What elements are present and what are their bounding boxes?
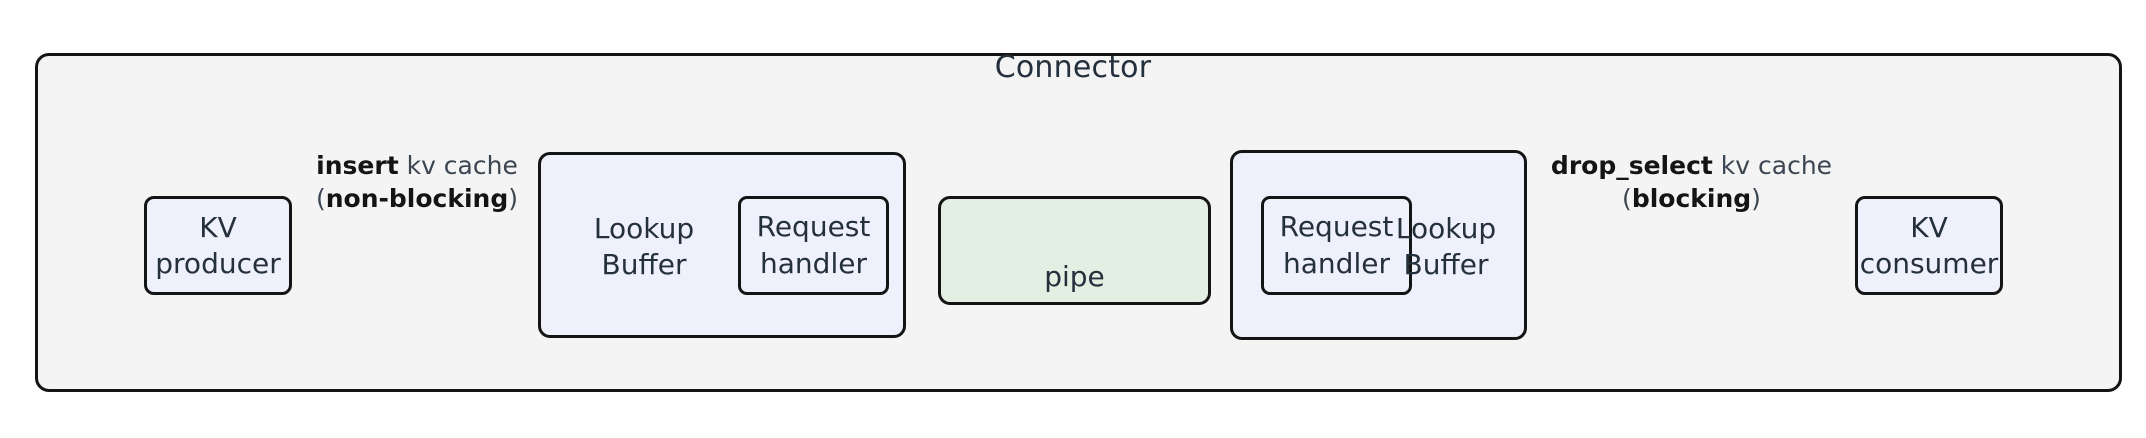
node-request-handler-right[interactable]: Request handler (1261, 196, 1412, 295)
edge-label-insert-line2: (non-blocking) (293, 183, 541, 216)
edge-label-drop-select-line2: (blocking) (1528, 183, 1855, 216)
node-lookup-buffer-right-label: Lookup Buffer (1395, 212, 1497, 282)
node-lookup-buffer-right[interactable]: Request handler Lookup Buffer (1230, 150, 1527, 340)
connector-title: Connector (994, 50, 1152, 85)
paren-close-icon: ) (508, 183, 519, 213)
node-kv-consumer-label: KV consumer (1859, 210, 1999, 280)
edge-label-drop-select-normal: kv cache (1712, 151, 1833, 180)
node-pipe[interactable]: pipe (938, 196, 1211, 305)
node-kv-consumer[interactable]: KV consumer (1855, 196, 2003, 295)
edge-label-insert-line1: insert kv cache (293, 150, 541, 183)
edge-label-drop-select-line1: drop_select kv cache (1528, 150, 1855, 183)
edge-label-drop-select-bold: drop_select (1550, 151, 1713, 180)
edge-label-drop-select: drop_select kv cache (blocking) (1528, 150, 1855, 215)
node-lookup-buffer-left[interactable]: Lookup Buffer Request handler (538, 152, 906, 338)
node-request-handler-left[interactable]: Request handler (738, 196, 889, 295)
node-pipe-label: pipe (1044, 260, 1105, 293)
node-kv-producer[interactable]: KV producer (144, 196, 292, 295)
paren-open-icon: ( (315, 183, 326, 213)
edge-label-insert-mode: non-blocking (325, 183, 509, 213)
node-kv-producer-label: KV producer (155, 210, 281, 280)
paren-close-icon-2: ) (1751, 183, 1761, 213)
node-lookup-buffer-left-label: Lookup Buffer (593, 212, 695, 282)
edge-label-insert-normal: kv cache (398, 151, 518, 180)
edge-label-insert: insert kv cache (non-blocking) (293, 150, 541, 215)
edge-label-drop-select-mode: blocking (1631, 183, 1752, 213)
paren-open-icon-2: ( (1622, 183, 1632, 213)
edge-label-insert-bold: insert (316, 151, 399, 180)
